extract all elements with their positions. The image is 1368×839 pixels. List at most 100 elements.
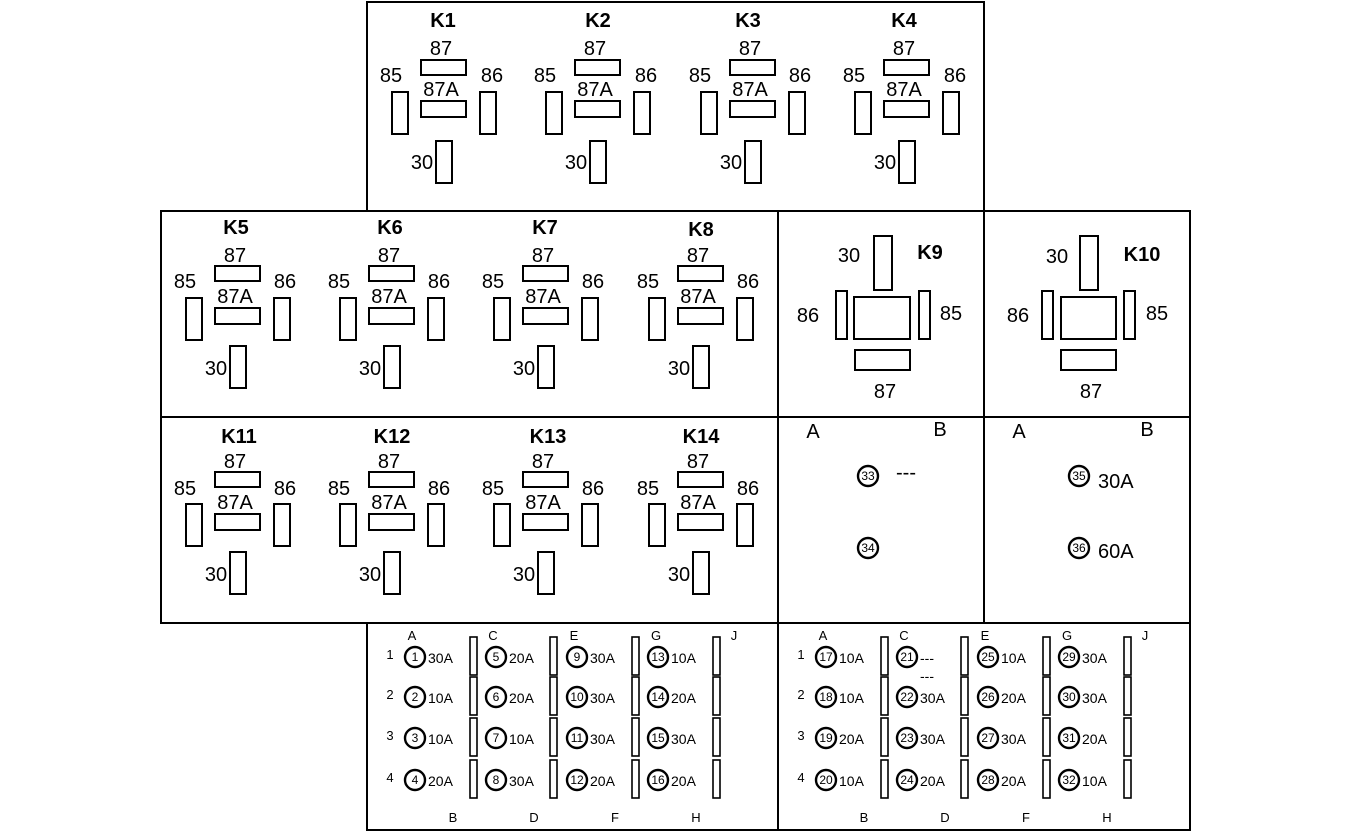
fuse-number: 25 (981, 650, 995, 664)
fuse-27: 27 30A (976, 726, 1027, 750)
pin-87a-label: 87A (886, 79, 922, 101)
fuse-circle (856, 464, 880, 488)
pin-85-label: 85 (482, 271, 504, 293)
fuse-rating: --- (896, 462, 916, 484)
pin-87a-terminal (883, 100, 930, 118)
pin-30-terminal (589, 140, 607, 184)
pin-87-terminal (368, 265, 415, 282)
fuse-number: 5 (493, 650, 500, 664)
pin-87-label: 87 (687, 245, 709, 267)
fuse-rating: 10A (428, 690, 454, 706)
maxi-fuse-panel-left: A B 33 --- 34 (806, 419, 947, 560)
fuse-number: 29 (1062, 650, 1076, 664)
pin-87a-label: 87A (680, 286, 716, 308)
fuse-number: 21 (900, 650, 914, 664)
fuse-number: 11 (571, 731, 584, 745)
pin-86-terminal (942, 91, 960, 135)
fuse-rating: 20A (671, 690, 697, 706)
pin-85-label: 85 (328, 478, 350, 500)
column-label-bottom: F (1022, 810, 1030, 825)
fuse-circle (1057, 645, 1081, 669)
fuse-number: 13 (651, 650, 665, 664)
pin-86-terminal (1041, 290, 1054, 340)
pin-30-terminal (229, 551, 247, 595)
row-label: 3 (386, 728, 393, 743)
pin-85-terminal (493, 297, 511, 341)
fuse-slot-terminal (631, 676, 640, 716)
pin-87-terminal (677, 265, 724, 282)
fuse-slot-terminal (469, 759, 478, 799)
pin-87-terminal (522, 265, 569, 282)
panel-fuse-block-right (777, 622, 1191, 831)
column-label-a: A (1012, 421, 1026, 443)
fuse-rating: 30A (920, 731, 946, 747)
pin-85-terminal (1123, 290, 1136, 340)
pin-87-terminal (214, 265, 261, 282)
fuse-number: 15 (651, 731, 665, 745)
pin-30-terminal (744, 140, 762, 184)
fuse-slot-terminal (880, 759, 889, 799)
fuse-35: 35 30A (1067, 464, 1134, 493)
fuse-slot-terminal (469, 676, 478, 716)
pin-86-terminal (736, 503, 754, 547)
pin-87-label: 87 (874, 381, 896, 403)
pin-85-terminal (648, 297, 666, 341)
relay-k3: K3 87 87A 85 86 30 (689, 10, 811, 184)
fuse-number: 8 (493, 773, 500, 787)
fuse-number: 33 (861, 469, 875, 483)
pin-86-label: 86 (428, 478, 450, 500)
fuse-circle (484, 645, 508, 669)
pin-30-label: 30 (513, 564, 535, 586)
fuse-rating: 30A (590, 650, 616, 666)
pin-87-label: 87 (224, 245, 246, 267)
fuse-slot-terminal (549, 636, 558, 676)
relay-k2: K2 87 87A 85 86 30 (534, 10, 657, 184)
pin-87-label: 87 (224, 451, 246, 473)
fuse-number: 27 (981, 731, 995, 745)
pin-85-terminal (185, 503, 203, 547)
pin-85-label: 85 (534, 65, 556, 87)
fuse-number: 34 (861, 541, 875, 555)
pin-30-terminal (537, 345, 555, 389)
pin-85-label: 85 (637, 271, 659, 293)
row-label: 2 (386, 687, 393, 702)
pin-86-terminal (273, 503, 291, 547)
pin-85-terminal (391, 91, 409, 135)
fuse-slot-terminal (712, 636, 721, 676)
fuse-rating: 10A (839, 773, 865, 789)
pin-86-label: 86 (797, 305, 819, 327)
fuse-number: 1 (412, 650, 419, 664)
relay-body (853, 296, 911, 340)
pin-87a-terminal (677, 307, 724, 325)
relay-body (1060, 296, 1117, 340)
pin-85-terminal (339, 503, 357, 547)
fuse-circle (895, 726, 919, 750)
fuse-circle (976, 685, 1000, 709)
pin-87a-terminal (574, 100, 621, 118)
column-label-top: A (819, 628, 828, 643)
relay-title: K10 (1124, 244, 1161, 266)
fuse-rating: 10A (671, 650, 697, 666)
panel-outlines (160, 1, 1191, 831)
fuse-circle (1057, 768, 1081, 792)
fuse-slot-terminal (1042, 676, 1051, 716)
fuse-number: 2 (412, 690, 419, 704)
pin-87-terminal (677, 471, 724, 488)
fuse-rating: 30A (1001, 731, 1027, 747)
fuse-slot-terminal (712, 759, 721, 799)
fuse-number: 28 (981, 773, 995, 787)
pin-86-label: 86 (582, 478, 604, 500)
pin-87-terminal (854, 349, 911, 371)
fuse-number: 26 (981, 690, 995, 704)
